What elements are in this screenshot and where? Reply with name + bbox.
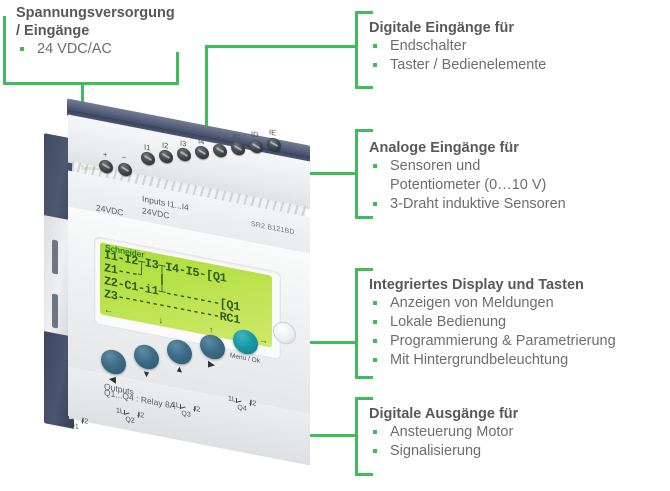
bullet-icon [373, 430, 377, 434]
list-item: Lokale Bedienung [369, 313, 616, 332]
list-item: Sensoren und [369, 157, 566, 176]
callout-analog-inputs-title: Analoge Eingänge für [369, 140, 519, 156]
display-bracket-left [355, 268, 358, 378]
callout-power-title-line1: Spannungsversorgung [16, 5, 175, 21]
analog-inputs-bracket-top [355, 129, 373, 132]
callout-display-title: Integriertes Display und Tasten [369, 277, 584, 293]
digital-outputs-bracket-bottom [355, 473, 373, 476]
list-item-label: Lokale Bedienung [390, 314, 507, 330]
callout-digital-inputs-list: Endschalter Taster / Bedienelemente [369, 37, 546, 75]
callout-digital-inputs: Digitale Eingänge für Endschalter Taster… [369, 19, 546, 75]
callout-power-list: 24 VDC/AC [16, 40, 175, 59]
analog-inputs-bracket-bottom [355, 216, 373, 219]
list-item: Anzeigen von Meldungen [369, 294, 616, 313]
bullet-icon [373, 320, 377, 324]
digital-inputs-connector-vertical [205, 45, 208, 158]
list-item-label: Mit Hintergrundbeleuchtung [390, 352, 569, 368]
callout-power-supply: Spannungsversorgung / Eingänge 24 VDC/AC [16, 4, 175, 59]
list-item-label: Taster / Bedienelemente [390, 57, 547, 73]
terminal-label-ic: IC [233, 131, 241, 142]
device-side-slot-upper [52, 239, 58, 275]
bullet-icon [373, 44, 377, 48]
terminal-label-plus: + [103, 149, 108, 160]
digital-inputs-bracket-top [355, 11, 373, 14]
bullet-icon [373, 449, 377, 453]
digital-inputs-bracket-bottom [355, 86, 373, 89]
power-bracket-left [3, 16, 6, 84]
terminal-label-minus: − [122, 152, 127, 163]
list-item-label: 24 VDC/AC [37, 41, 112, 57]
list-item: Programmierung & Parametrierung [369, 332, 616, 351]
device-side-slot-lower [52, 293, 58, 329]
bullet-icon [373, 301, 377, 305]
callout-digital-outputs: Digitale Ausgänge für Ansteuerung Motor … [369, 405, 518, 461]
digital-inputs-bracket-left [355, 11, 358, 88]
terminal-label-ie: IE [269, 127, 277, 138]
lcd-arrow-left: ← [104, 304, 113, 316]
list-item-label: Anzeigen von Meldungen [390, 295, 554, 311]
bullet-icon [373, 164, 377, 168]
arrow-down-icon: ▼ [142, 368, 151, 380]
output-terminal-q4-left: 1L [228, 395, 236, 404]
analog-inputs-connector-line [280, 172, 357, 175]
digital-outputs-bracket-top [355, 397, 373, 400]
display-bracket-top [355, 268, 373, 271]
list-item: Mit Hintergrundbeleuchtung [369, 351, 616, 370]
zelio-logic-relay-device: + − I1 I2 I3 I4 IB IC ID IE 24VDC Inputs… [38, 98, 338, 468]
list-item-label: Signalisierung [390, 443, 482, 459]
callout-display-list: Anzeigen von Meldungen Lokale Bedienung … [369, 294, 616, 370]
power-bracket-bottom [3, 82, 179, 85]
digital-inputs-connector-horizontal [205, 45, 357, 48]
callout-digital-inputs-title: Digitale Eingänge für [369, 20, 515, 36]
list-item-label: Potentiometer (0…10 V) [390, 177, 547, 193]
callout-analog-inputs: Analoge Eingänge für Sensoren und Potent… [369, 139, 566, 214]
output-terminal-q1-left: 1L [60, 413, 68, 422]
callout-power-title-line2: / Eingänge [16, 23, 90, 39]
callout-digital-outputs-title: Digitale Ausgänge für [369, 406, 519, 422]
list-item: Ansteuerung Motor [369, 423, 518, 442]
bullet-icon [373, 202, 377, 206]
bullet-icon [373, 358, 377, 362]
list-item: Taster / Bedienelemente [369, 56, 546, 75]
list-item: 24 VDC/AC [16, 40, 175, 59]
output-terminal-q3-left: 1L [172, 401, 180, 410]
bullet-icon [373, 339, 377, 343]
power-bracket-right [176, 52, 179, 84]
callout-display: Integriertes Display und Tasten Anzeigen… [369, 276, 616, 370]
list-item: Endschalter [369, 37, 546, 56]
lcd-arrow-down: ↓ [158, 314, 164, 326]
callout-digital-outputs-list: Ansteuerung Motor Signalisierung [369, 423, 518, 461]
list-item: 3-Draht induktive Sensoren [369, 195, 566, 214]
arrow-right-icon: ▶ [208, 358, 215, 370]
callout-analog-inputs-list: Sensoren und Potentiometer (0…10 V) 3-Dr… [369, 157, 566, 214]
list-item-label: Programmierung & Parametrierung [390, 333, 616, 349]
list-item-label: Sensoren und [390, 158, 481, 174]
output-terminal-q2-left: 1L [116, 407, 124, 416]
lcd-arrow-right: → [258, 334, 268, 346]
list-item-label: Endschalter [390, 38, 467, 54]
list-item-continuation: Potentiometer (0…10 V) [369, 176, 566, 195]
terminal-label-id: ID [251, 129, 259, 140]
arrow-up-icon: ▲ [175, 363, 184, 375]
display-bracket-bottom [355, 376, 373, 379]
bullet-icon [20, 47, 24, 51]
bullet-icon [373, 63, 377, 67]
list-item-label: Ansteuerung Motor [390, 424, 514, 440]
list-item: Signalisierung [369, 442, 518, 461]
list-item-label: 3-Draht induktive Sensoren [390, 196, 566, 212]
